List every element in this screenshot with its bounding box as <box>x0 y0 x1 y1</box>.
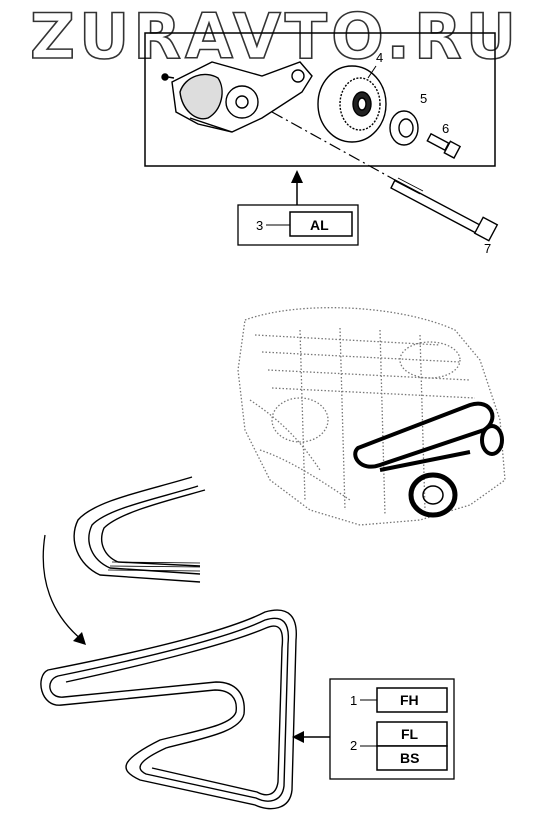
assembly-frame <box>144 32 496 167</box>
leader-4 <box>367 65 377 79</box>
idler-pulley <box>317 65 387 143</box>
curved-arrow-head <box>73 632 86 645</box>
pulley-cap <box>389 110 419 146</box>
code-fh: FH <box>400 692 419 708</box>
tensioner-assembly-group: 4 5 6 <box>144 32 496 181</box>
code-al: AL <box>310 217 329 233</box>
code-label-fl <box>376 721 448 747</box>
engine-belt <box>353 401 504 518</box>
callout-3: 3 <box>256 218 263 233</box>
serpentine-belt <box>40 609 297 810</box>
centerline <box>271 111 396 181</box>
callout-2: 2 <box>350 738 357 753</box>
belt-cross-section <box>73 476 206 583</box>
code-label-bs <box>376 745 448 771</box>
callout-4: 4 <box>376 50 383 65</box>
code-bs: BS <box>400 750 419 766</box>
callout-5: 5 <box>420 91 427 106</box>
code-label-al <box>289 211 353 237</box>
curved-arrow <box>42 534 83 641</box>
left-arrow-head <box>292 731 304 743</box>
code-fl: FL <box>401 726 419 742</box>
callout-6: 6 <box>442 121 449 136</box>
long-bolt <box>390 177 499 242</box>
tensioner-body <box>161 61 313 133</box>
callout-7: 7 <box>484 241 491 256</box>
up-arrow-head <box>291 170 303 183</box>
watermark-logo: ZURAVTO.RU <box>30 0 520 73</box>
engine-illustration <box>237 307 506 526</box>
callout-1: 1 <box>350 693 357 708</box>
short-bolt <box>426 132 462 159</box>
code-label-fh <box>376 687 448 713</box>
